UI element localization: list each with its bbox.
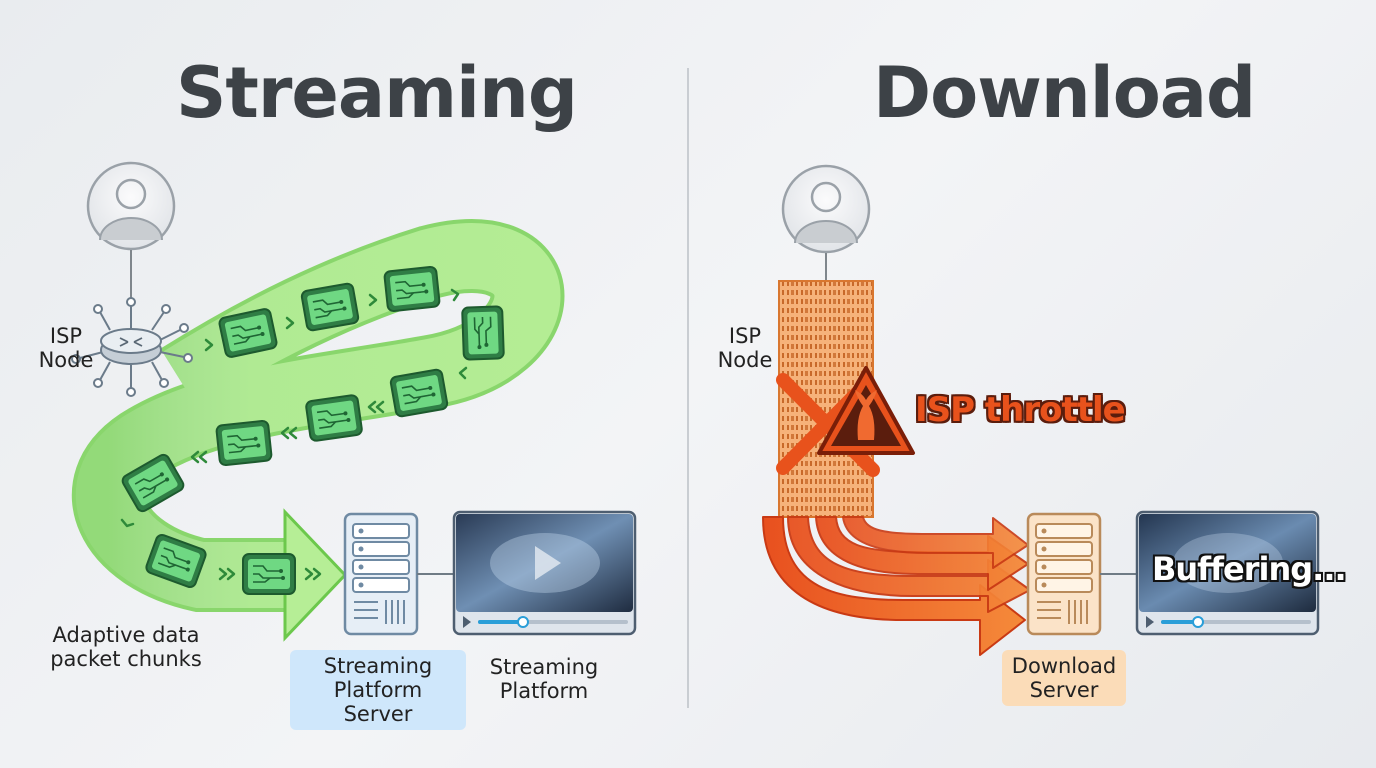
play-icon bbox=[535, 546, 561, 580]
isp-label-line1: ISP bbox=[49, 324, 83, 348]
streaming-platform-label: Streaming Platform bbox=[484, 655, 604, 703]
user-avatar-icon bbox=[781, 164, 871, 254]
download-title: Download bbox=[873, 52, 1256, 134]
video-player-icon bbox=[1135, 510, 1320, 636]
isp-label-line2: Node bbox=[717, 348, 773, 372]
chunks-label: Adaptive data packet chunks bbox=[40, 623, 212, 671]
warning-icon bbox=[817, 366, 915, 455]
isp-label-line2: Node bbox=[38, 348, 94, 372]
streaming-diagram bbox=[71, 161, 637, 642]
streaming-server-badge: Streaming Platform Server bbox=[290, 650, 466, 730]
chunks-label-line2: packet chunks bbox=[50, 647, 202, 671]
platform-label-line1: Streaming bbox=[489, 655, 599, 679]
isp-label-line1: ISP bbox=[728, 324, 762, 348]
download-diagram bbox=[762, 164, 1320, 656]
server-rack-icon bbox=[343, 512, 419, 636]
isp-throttle-label: ISP throttle bbox=[915, 390, 1126, 430]
chunks-label-line1: Adaptive data bbox=[52, 623, 200, 647]
server-rack-icon bbox=[1026, 512, 1102, 636]
user-avatar-icon bbox=[86, 161, 176, 251]
buffering-text: Buffering... bbox=[1152, 550, 1347, 588]
isp-node-label: ISP Node bbox=[38, 324, 94, 372]
router-icon bbox=[71, 297, 193, 397]
download-server-badge: Download Server bbox=[1002, 650, 1126, 706]
platform-label-line2: Platform bbox=[499, 679, 589, 703]
panel-divider bbox=[687, 68, 689, 708]
download-server-label-line2: Server bbox=[1029, 678, 1099, 702]
isp-node-label-download: ISP Node bbox=[717, 324, 773, 372]
streaming-server-label-line1: Streaming bbox=[323, 654, 433, 678]
streaming-server-label-line2: Platform Server bbox=[333, 678, 423, 726]
video-player-icon bbox=[452, 510, 637, 636]
download-server-label-line1: Download bbox=[1011, 654, 1117, 678]
streaming-title: Streaming bbox=[176, 52, 578, 134]
